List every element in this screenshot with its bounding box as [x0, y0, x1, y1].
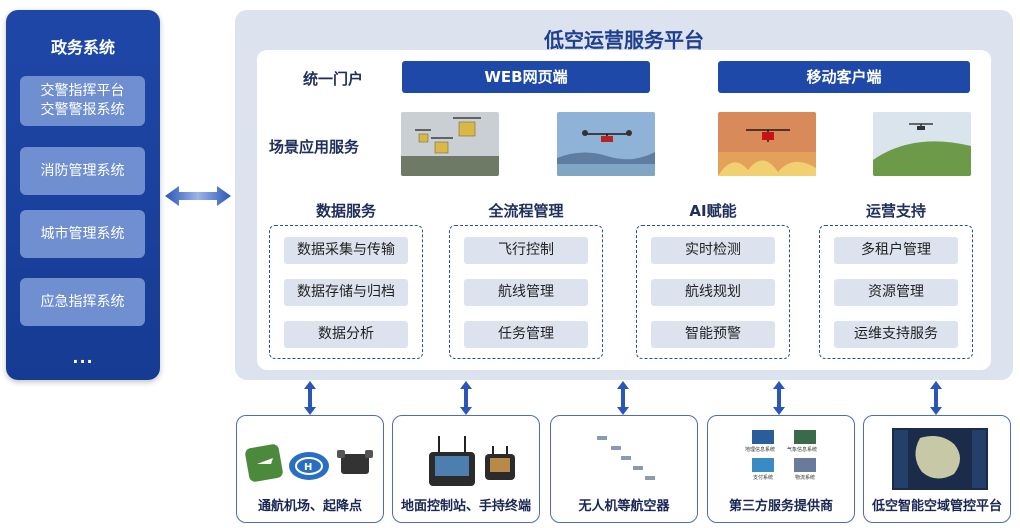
- section-box-ai: 实时检测 航线规划 智能预警: [636, 225, 790, 359]
- gov-item-line: 交警警报系统: [40, 102, 125, 118]
- ground-station-icons: [429, 436, 515, 486]
- service-item[interactable]: 数据存储与归档: [284, 279, 408, 306]
- platform-title: 低空运营服务平台: [544, 28, 704, 52]
- section-title-ops: 运营支持: [865, 202, 926, 220]
- service-item[interactable]: 任务管理: [464, 321, 588, 348]
- section-title-ai: AI赋能: [689, 202, 737, 220]
- service-item[interactable]: 多租户管理: [834, 237, 958, 264]
- gov-item-emergency[interactable]: 应急指挥系统: [20, 278, 145, 326]
- gov-item-line: 应急指挥系统: [40, 293, 125, 310]
- section-box-ops: 多租户管理 资源管理 运维支持服务: [819, 225, 973, 359]
- airspace-map-screenshot: [892, 428, 988, 490]
- service-item[interactable]: 航线管理: [464, 279, 588, 306]
- svg-text:H: H: [304, 462, 312, 473]
- gov-item-traffic[interactable]: 交警指挥平台 交警警报系统: [20, 76, 145, 126]
- drone-flight-image: [557, 112, 655, 176]
- vertical-arrow-icon: [773, 381, 785, 415]
- card-aircraft[interactable]: 无人机等航空器: [550, 415, 698, 523]
- service-item[interactable]: 智能预警: [651, 321, 775, 348]
- card-label: 无人机等航空器: [578, 499, 670, 514]
- service-item[interactable]: 飞行控制: [464, 237, 588, 264]
- gov-item-fire[interactable]: 消防管理系统: [20, 147, 145, 195]
- platform-inner-panel: 统一门户 WEB网页端 移动客户端 场景应用服务: [257, 50, 991, 370]
- card-airspace-platform[interactable]: 低空智能空域管控平台: [863, 415, 1011, 523]
- service-item[interactable]: 实时检测: [651, 237, 775, 264]
- card-ground-station[interactable]: 地面控制站、手持终端: [392, 415, 540, 523]
- vertical-arrow-icon: [460, 381, 472, 415]
- tile-label: 物流系统: [795, 474, 815, 481]
- vertical-arrow-icon: [617, 381, 629, 415]
- service-item[interactable]: 运维支持服务: [834, 321, 958, 348]
- section-box-data: 数据采集与传输 数据存储与归档 数据分析: [269, 225, 423, 359]
- gov-more-ellipsis: ...: [72, 348, 94, 367]
- service-item[interactable]: 数据采集与传输: [284, 237, 408, 264]
- section-title-process: 全流程管理: [488, 202, 564, 220]
- gov-item-city[interactable]: 城市管理系统: [20, 210, 145, 258]
- section-title-data: 数据服务: [315, 202, 376, 220]
- bidirectional-arrow-icon: [165, 186, 231, 206]
- gov-systems-panel: 政务系统 交警指挥平台 交警警报系统 消防管理系统 城市管理系统 应急指挥系统 …: [6, 10, 160, 380]
- card-label: 低空智能空域管控平台: [871, 499, 1002, 514]
- service-item[interactable]: 资源管理: [834, 279, 958, 306]
- gov-title: 政务系统: [50, 38, 115, 57]
- gov-item-line: 城市管理系统: [40, 225, 125, 242]
- card-label: 第三方服务提供商: [728, 499, 833, 514]
- card-label: 通航机场、起降点: [257, 499, 362, 514]
- vertical-arrow-icon: [304, 381, 316, 415]
- web-portal-button[interactable]: WEB网页端: [402, 61, 650, 93]
- aircraft-icons: [597, 436, 655, 480]
- card-third-party[interactable]: 地理信息系统 气象信息系统 支付系统 物流系统 第三方服务提供商: [707, 415, 855, 523]
- airport-icons: H: [245, 444, 373, 482]
- gov-item-line: 消防管理系统: [40, 162, 125, 179]
- tile-label: 气象信息系统: [787, 446, 817, 453]
- firefighting-drone-image: [718, 112, 816, 176]
- scene-label: 场景应用服务: [269, 138, 360, 156]
- service-item[interactable]: 航线规划: [651, 279, 775, 306]
- card-airport[interactable]: H 通航机场、起降点: [236, 415, 384, 523]
- third-party-tiles: 地理信息系统 气象信息系统 支付系统 物流系统: [745, 430, 817, 481]
- tile-label: 地理信息系统: [745, 446, 775, 453]
- portal-label: 统一门户: [303, 70, 364, 88]
- agri-drone-image: [873, 112, 971, 176]
- gov-item-line: 交警指挥平台: [40, 83, 125, 99]
- delivery-drones-image: [401, 112, 499, 176]
- section-box-process: 飞行控制 航线管理 任务管理: [449, 225, 603, 359]
- service-item[interactable]: 数据分析: [284, 321, 408, 348]
- card-label: 地面控制站、手持终端: [400, 499, 531, 514]
- vertical-arrow-icon: [930, 381, 942, 415]
- mobile-portal-button[interactable]: 移动客户端: [718, 61, 970, 93]
- tile-label: 支付系统: [753, 474, 773, 481]
- operation-platform: 低空运营服务平台 统一门户 WEB网页端 移动客户端 场景应用服务: [235, 10, 1013, 380]
